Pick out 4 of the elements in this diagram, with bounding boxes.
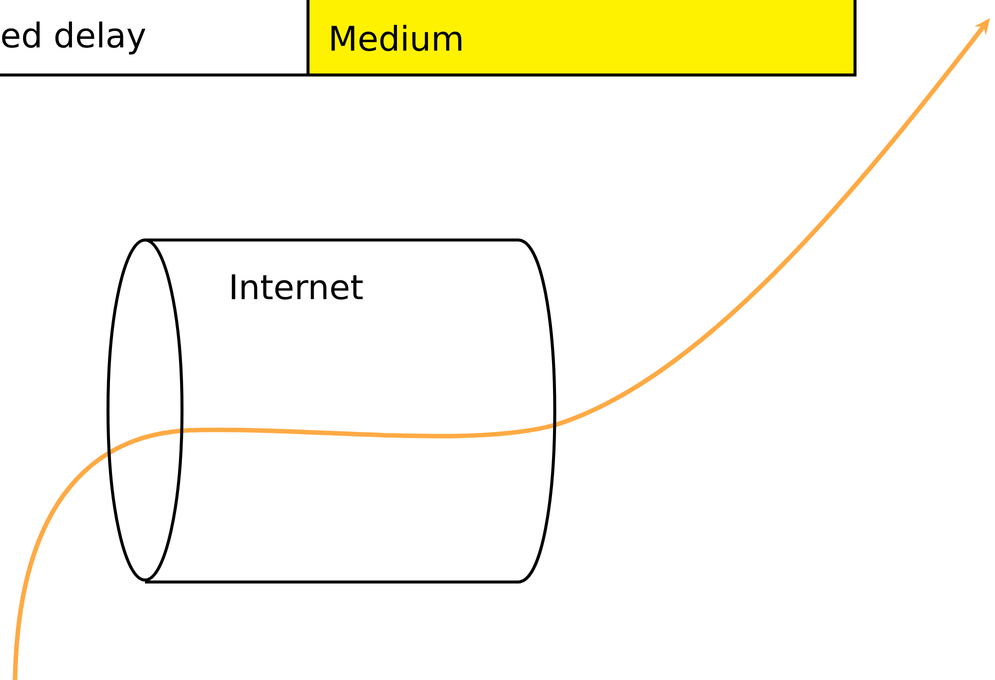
table-cell: ed delay bbox=[0, 0, 310, 76]
node-label: Internet bbox=[232, 274, 363, 300]
table-cell: Medium bbox=[306, 0, 856, 76]
cylinder: Internet bbox=[106, 238, 556, 584]
